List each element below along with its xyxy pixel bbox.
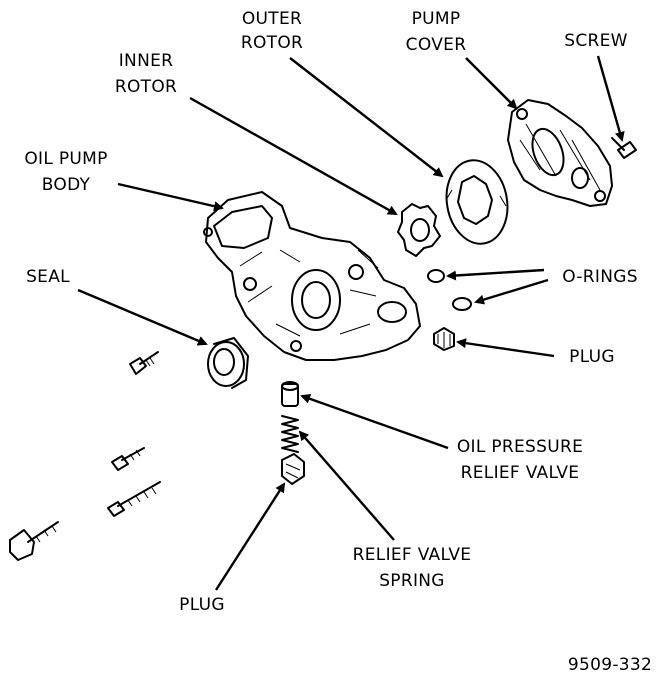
oil-pressure-relief-valve-label-line2: RELIEF VALVE	[461, 463, 580, 483]
o-ring-lower-part	[452, 297, 472, 311]
seal-leader	[77, 288, 208, 346]
relief-valve-spring-label-line1: RELIEF VALVE	[353, 545, 472, 565]
inner-rotor-leader	[189, 96, 398, 216]
bolt-large-part	[9, 521, 59, 561]
oil-pressure-relief-valve-label-line1: OIL PRESSURE	[457, 437, 583, 457]
screw-label: SCREW	[564, 31, 628, 51]
outer-rotor-leader	[289, 57, 444, 178]
pump-cover-label-line2: COVER	[406, 35, 467, 55]
relief-valve-spring-leader	[298, 430, 395, 541]
screw-part	[611, 137, 637, 159]
outer-rotor-label-line2: ROTOR	[241, 33, 303, 53]
outer-rotor-part	[445, 159, 509, 245]
plug-right-label: PLUG	[569, 347, 615, 367]
oil-pump-body-leader	[117, 182, 224, 212]
oil-pump-body-label-line2: BODY	[42, 175, 91, 195]
bolt-long-part	[107, 481, 161, 517]
plug-bottom-part	[281, 453, 305, 485]
bolt-small-part	[129, 351, 159, 375]
screw-leader	[596, 55, 625, 142]
plug-bottom-leader	[214, 482, 286, 591]
plug-bottom-label: PLUG	[179, 595, 225, 615]
inner-rotor-part	[397, 203, 441, 257]
o-rings-label: O-RINGS	[562, 267, 638, 287]
plug-right-leader	[456, 338, 555, 358]
seal-label: SEAL	[26, 267, 70, 287]
oil-pump-body-part	[203, 191, 421, 361]
o-ring-upper-leader	[446, 268, 545, 281]
o-ring-lower-leader	[474, 278, 549, 305]
relief-valve-spring-label-line2: SPRING	[379, 571, 445, 591]
figure-number: 9509-332	[568, 655, 652, 675]
plug-right-part	[433, 327, 455, 351]
bolt-medium-part	[111, 447, 145, 471]
relief-valve-part	[281, 381, 299, 407]
relief-valve-leader	[300, 393, 449, 450]
inner-rotor-label-line2: ROTOR	[115, 77, 177, 97]
pump-cover-leader	[465, 57, 518, 110]
outer-rotor-label-line1: OUTER	[242, 9, 302, 29]
seal-part	[207, 337, 249, 389]
relief-valve-spring-part	[281, 415, 299, 453]
pump-cover-part	[507, 99, 613, 207]
pump-cover-label-line1: PUMP	[412, 9, 461, 29]
oil-pump-body-label-line1: OIL PUMP	[24, 149, 107, 169]
inner-rotor-label-line1: INNER	[119, 51, 174, 71]
o-ring-upper-part	[427, 269, 445, 283]
